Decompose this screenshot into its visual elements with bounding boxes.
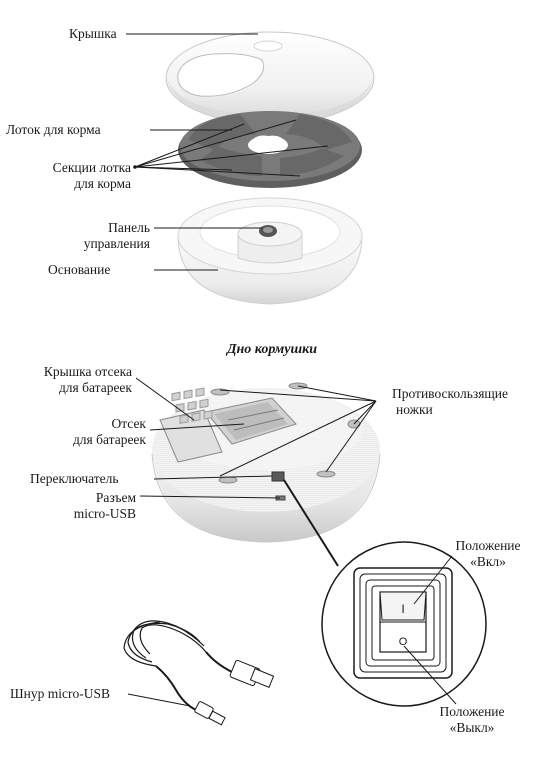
label-tray: Лоток для корма bbox=[6, 122, 101, 137]
lid-part bbox=[165, 31, 375, 125]
label-lid: Крышка bbox=[69, 26, 117, 41]
label-switch-on: Положение «Вкл» bbox=[455, 538, 521, 569]
top-arrowheads bbox=[133, 165, 137, 169]
bottom-leader-lines bbox=[135, 377, 377, 567]
label-control-panel: Панель управления bbox=[83, 220, 150, 251]
food-tray-part bbox=[178, 111, 362, 188]
label-base: Основание bbox=[48, 262, 111, 277]
label-usb-port: Разъем micro-USB bbox=[73, 490, 136, 521]
label-anti-slip-feet: Противоскользящие ножки bbox=[391, 386, 509, 417]
switch-closeup bbox=[321, 541, 487, 707]
base-part bbox=[177, 197, 363, 305]
label-switch-off: Положение «Выкл» bbox=[439, 704, 505, 735]
usb-cable bbox=[123, 620, 275, 726]
switch-leader-lines bbox=[403, 555, 457, 705]
bottom-view-title: Дно кормушки bbox=[226, 342, 318, 357]
label-tray-sections: Секции лотка для корма bbox=[52, 160, 131, 191]
label-battery-compartment: Отсек для батареек bbox=[72, 416, 146, 447]
switch-on-symbol: I bbox=[401, 602, 404, 616]
switch-off-symbol: O bbox=[399, 636, 408, 648]
cable-leader-line bbox=[127, 693, 191, 707]
label-battery-cover: Крышка отсека для батареек bbox=[43, 364, 132, 395]
feeder-bottom-view bbox=[151, 382, 381, 543]
top-leader-lines bbox=[126, 33, 329, 271]
label-switch: Переключатель bbox=[30, 471, 119, 486]
label-usb-cable: Шнур micro-USB bbox=[10, 686, 110, 701]
